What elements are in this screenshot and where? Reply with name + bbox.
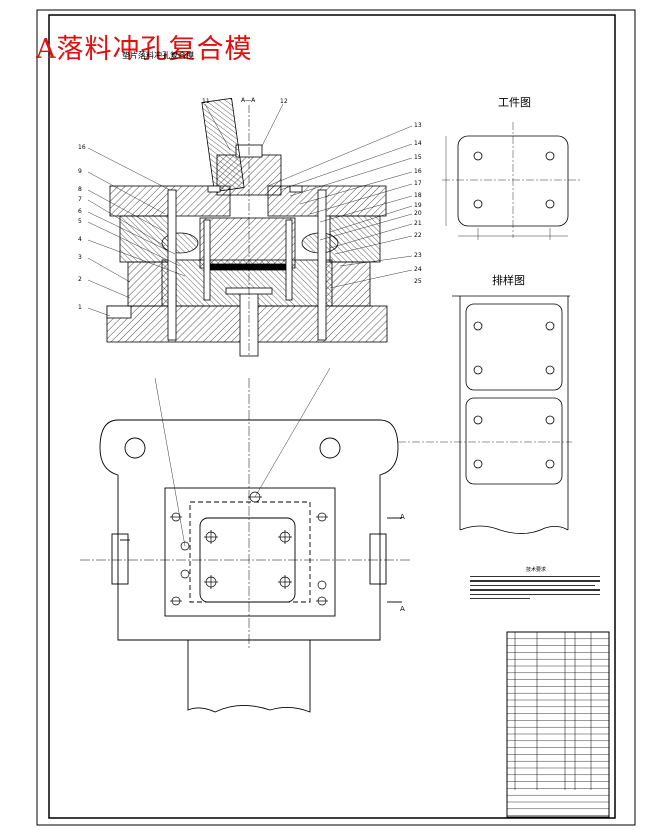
- part-number-right: 20: [414, 210, 422, 217]
- part-number-left: 16: [78, 144, 86, 151]
- part-number-right: 24: [414, 266, 422, 273]
- plan-view-holes: [154, 367, 331, 606]
- workpiece-view: [442, 122, 580, 240]
- notes-heading: 技术要求: [525, 567, 546, 573]
- part-number-top-1: 11: [202, 98, 210, 105]
- leader-lines-right: [204, 103, 413, 289]
- section-label: A—A: [241, 97, 256, 104]
- part-number-right: 21: [414, 220, 422, 227]
- part-number-left: 4: [78, 236, 82, 243]
- part-number-right: 16: [414, 168, 422, 175]
- part-number-right: 14: [414, 140, 422, 147]
- title-block: [506, 631, 610, 818]
- note-text-line: [470, 576, 600, 578]
- part-number-left: 1: [78, 304, 82, 311]
- part-number-top-2: 12: [280, 98, 288, 105]
- part-number-right: 22: [414, 232, 422, 239]
- part-number-left: 9: [78, 168, 82, 175]
- workpiece-view-title: 工件图: [498, 96, 531, 109]
- title-block-rows: [507, 638, 609, 816]
- section-mark-bottom: A: [400, 605, 405, 613]
- section-mark-top: A: [400, 513, 405, 521]
- part-number-left: 6: [78, 208, 82, 215]
- part-number-left: 5: [78, 218, 82, 225]
- leader-lines-left: [87, 147, 186, 317]
- part-number-left: 7: [78, 196, 82, 203]
- drawing-title: 垫片落料冲孔复合模: [122, 51, 194, 60]
- part-number-right: 25: [414, 278, 422, 285]
- note-text-line: [470, 584, 595, 587]
- part-number-left: 2: [78, 276, 82, 283]
- outer-border: [36, 9, 636, 826]
- part-number-left: 8: [78, 186, 82, 193]
- part-number-left: 3: [78, 254, 82, 261]
- part-number-right: 23: [414, 252, 422, 259]
- strip-layout-view: [398, 295, 572, 534]
- note-text-line: [470, 589, 600, 591]
- inner-border: [48, 14, 616, 819]
- part-number-right: 18: [414, 192, 422, 199]
- strip-layout-view-title: 排样图: [492, 274, 525, 287]
- part-number-right: 15: [414, 154, 422, 161]
- note-text-line: [470, 597, 530, 600]
- part-number-right: 19: [414, 202, 422, 209]
- part-number-right: 13: [414, 122, 422, 129]
- overlay-title: A落料冲孔复合模: [36, 34, 253, 65]
- part-number-right: 17: [414, 180, 422, 187]
- note-text-line: [470, 580, 600, 582]
- note-text-line: [470, 593, 600, 595]
- section-view: [106, 97, 388, 357]
- technical-notes: 技术要求: [470, 568, 602, 602]
- plan-view: [80, 378, 410, 713]
